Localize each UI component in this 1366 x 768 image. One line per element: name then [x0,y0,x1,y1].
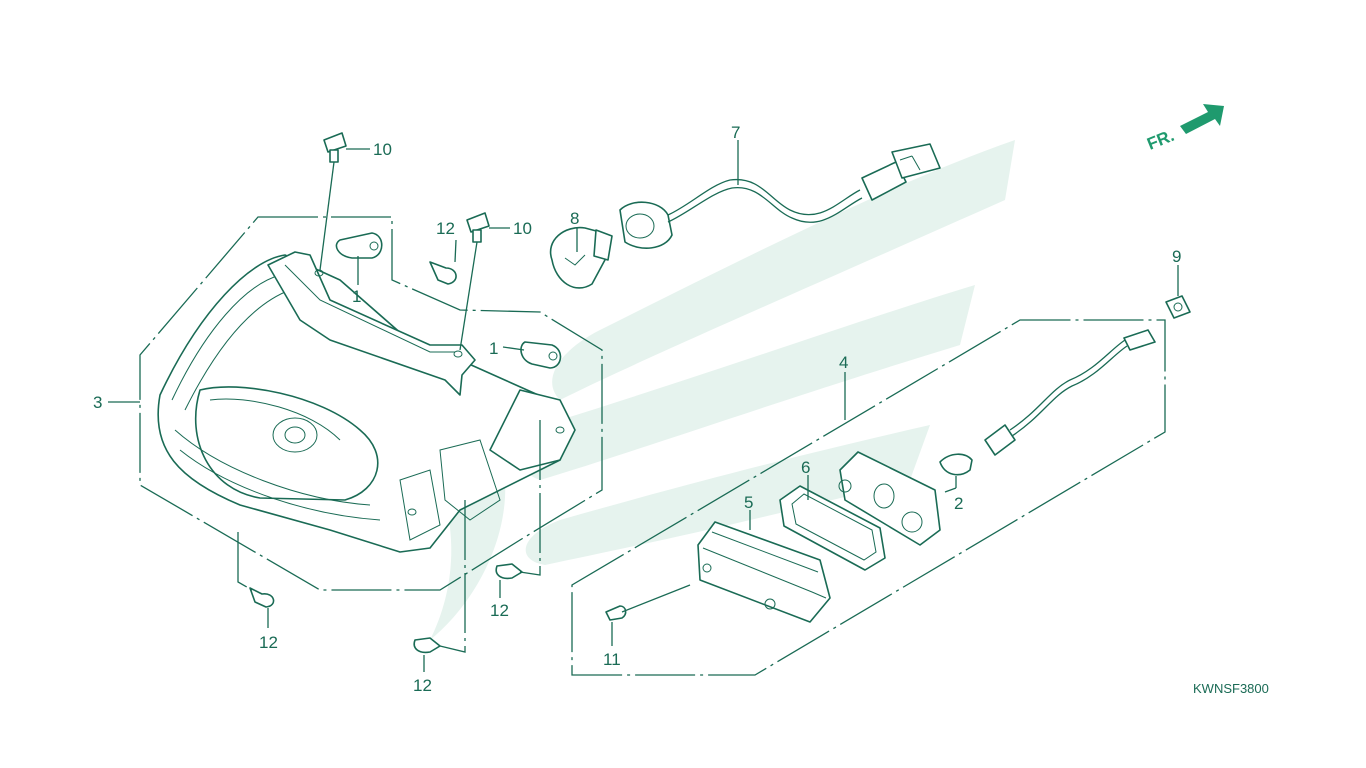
callout-7: 7 [731,123,740,142]
socket-harness-7 [619,143,941,249]
screw-12-bottom [413,500,466,654]
callout-9: 9 [1172,247,1181,266]
license-light-harness [984,329,1156,456]
clip-1-lower [520,341,562,369]
screw-12-bottom-mid [495,420,541,580]
callout-labels: 1 1 2 3 4 5 6 7 8 9 10 10 11 12 12 12 12 [93,123,1181,695]
watermark-wing-logo [400,140,1015,640]
callout-4: 4 [839,353,848,372]
callout-12: 12 [259,633,278,652]
callout-10: 10 [513,219,532,238]
screw-12-bottom-left [237,532,275,608]
callout-2: 2 [954,494,963,513]
callout-1: 1 [489,339,498,358]
screw-11 [605,584,691,621]
headlight-assembly [139,216,603,591]
leader-lines [108,140,1179,672]
diagram-code: KWNSF3800 [1193,681,1269,696]
callout-11: 11 [603,650,621,669]
callout-8: 8 [570,209,579,228]
callout-10: 10 [373,140,392,159]
lens-5 [697,521,831,623]
callout-12: 12 [413,676,432,695]
direction-label: FR. [1144,126,1177,154]
callout-6: 6 [801,458,810,477]
gasket-6 [779,485,886,571]
callout-12: 12 [436,219,455,238]
bolt-10-right [459,212,490,351]
bulb-8 [549,226,613,289]
nut-9 [1165,295,1191,319]
callout-3: 3 [93,393,102,412]
front-direction-arrow: FR. [1144,104,1224,154]
callout-1: 1 [352,287,361,306]
callout-12: 12 [490,601,509,620]
bulb-2 [939,453,973,493]
clip-1-upper [335,232,383,259]
license-light-base [838,451,941,546]
bolt-10-left [319,132,347,271]
license-light-assembly [571,319,1166,676]
screw-12-top [429,261,457,285]
callout-5: 5 [744,493,753,512]
